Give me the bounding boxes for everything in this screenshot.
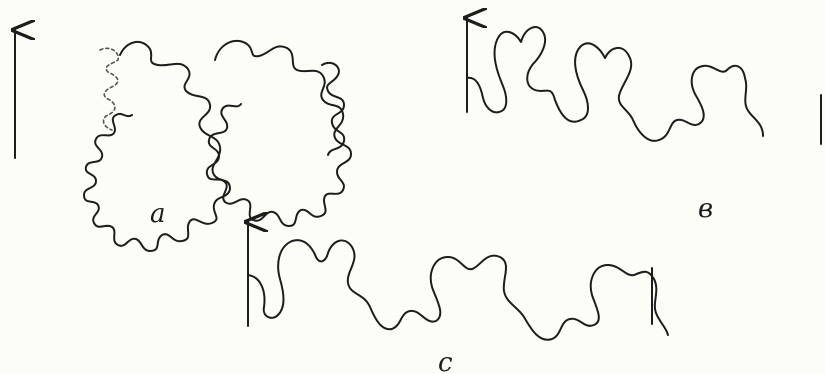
suture-line-c (248, 240, 668, 340)
suture-pattern-a-right (207, 41, 351, 226)
panel-a: a (15, 30, 351, 251)
suture-left-trace-dashed (100, 48, 118, 130)
panel-label-b: в (698, 194, 713, 224)
panel-label-c: с (438, 348, 453, 374)
panel-b: в (467, 18, 821, 224)
panel-c: с (248, 222, 668, 374)
panel-label-a: a (150, 199, 166, 229)
suture-line-b (467, 27, 763, 141)
